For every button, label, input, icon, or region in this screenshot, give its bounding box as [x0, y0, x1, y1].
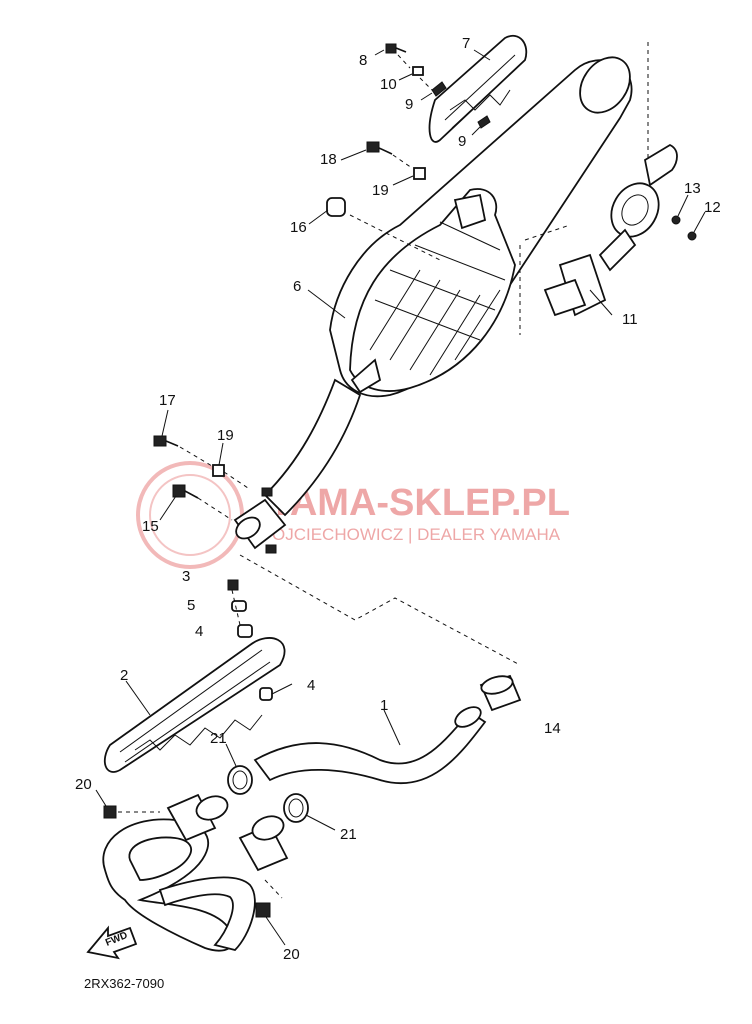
callout-9: 9 [405, 96, 413, 113]
leader-lines [95, 49, 706, 946]
callout-8: 8 [359, 52, 367, 69]
watermark: YAMA-SKLEP.PL OJCIECHOWICZ | DEALER YAMA… [136, 461, 570, 569]
callout-5: 5 [187, 597, 195, 614]
diagram-code: 2RX362-7090 [84, 976, 164, 991]
callout-7: 7 [462, 35, 470, 52]
callout-16: 16 [290, 219, 307, 236]
callout-21: 21 [210, 730, 227, 747]
muffler [233, 56, 633, 554]
callout-4: 4 [195, 623, 203, 640]
exhaust-pipe [102, 706, 487, 952]
callout-1: 1 [380, 697, 388, 714]
callout-19: 19 [217, 427, 234, 444]
muffler-protector [428, 35, 528, 143]
callout-18: 18 [320, 151, 337, 168]
joint-gasket [479, 674, 522, 712]
callout-numbers: 1 2 3 4 4 5 6 7 8 9 9 10 11 12 13 14 15 … [75, 35, 721, 963]
muffler-clamp [233, 487, 287, 554]
callout-12: 12 [704, 199, 721, 216]
callout-6: 6 [293, 278, 301, 295]
callout-20: 20 [75, 776, 92, 793]
assembly-lines [118, 42, 649, 899]
callout-13: 13 [684, 180, 701, 197]
muffler-hardware [153, 43, 491, 499]
protector-hardware [227, 579, 273, 701]
callout-9: 9 [458, 133, 466, 150]
callout-10: 10 [380, 76, 397, 93]
callout-14: 14 [544, 720, 561, 737]
callout-15: 15 [142, 518, 159, 535]
callout-20: 20 [283, 946, 300, 963]
tail-pipe-assembly [543, 143, 697, 317]
callout-11: 11 [622, 311, 638, 328]
callout-17: 17 [159, 392, 176, 409]
watermark-title: YAMA-SKLEP.PL [268, 482, 570, 524]
watermark-subtitle: OJCIECHOWICZ | DEALER YAMAHA [272, 525, 561, 544]
exhaust-pipe-protector [103, 637, 286, 773]
callout-19: 19 [372, 182, 389, 199]
callout-3: 3 [182, 568, 190, 585]
forward-arrow-icon: FWD [86, 925, 138, 960]
callout-21: 21 [340, 826, 357, 843]
callout-2: 2 [120, 667, 128, 684]
callout-4: 4 [307, 677, 315, 694]
pipe-hardware [103, 674, 522, 918]
